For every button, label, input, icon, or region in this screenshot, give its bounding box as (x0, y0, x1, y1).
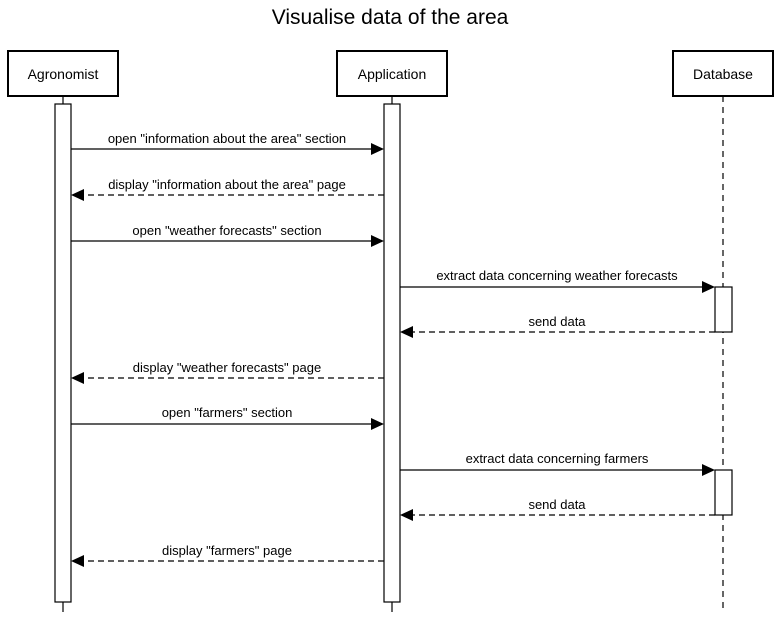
activation-database-farmers (714, 469, 733, 516)
participant-database: Database (672, 50, 774, 97)
activation-database-weather (714, 286, 733, 333)
message-label: display "weather forecasts" page (133, 360, 321, 375)
message-label: open "weather forecasts" section (132, 223, 321, 238)
participant-agronomist: Agronomist (7, 50, 119, 97)
message-display-weather-page: display "weather forecasts" page (71, 360, 384, 384)
message-display-area-page: display "information about the area" pag… (71, 177, 384, 201)
participant-label: Database (693, 66, 753, 82)
message-open-farmers-section: open "farmers" section (71, 405, 384, 430)
message-label: open "information about the area" sectio… (108, 131, 346, 146)
message-label: display "information about the area" pag… (108, 177, 346, 192)
message-label: open "farmers" section (162, 405, 293, 420)
participant-label: Agronomist (28, 66, 99, 82)
message-label: display "farmers" page (162, 543, 292, 558)
message-extract-farmers-data: extract data concerning farmers (400, 451, 715, 476)
activation-application (383, 103, 401, 603)
participant-application: Application (336, 50, 448, 97)
message-open-area-section: open "information about the area" sectio… (71, 131, 384, 155)
message-display-farmers-page: display "farmers" page (71, 543, 384, 567)
activation-agronomist (54, 103, 72, 603)
message-label: extract data concerning weather forecast… (436, 268, 678, 283)
message-label: send data (528, 314, 586, 329)
participant-label: Application (358, 66, 427, 82)
message-label: extract data concerning farmers (466, 451, 649, 466)
message-send-weather-data: send data (400, 314, 715, 338)
message-extract-weather-data: extract data concerning weather forecast… (400, 268, 715, 293)
message-label: send data (528, 497, 586, 512)
message-send-farmers-data: send data (400, 497, 715, 521)
diagram-title: Visualise data of the area (272, 6, 509, 29)
message-open-weather-section: open "weather forecasts" section (71, 223, 384, 247)
